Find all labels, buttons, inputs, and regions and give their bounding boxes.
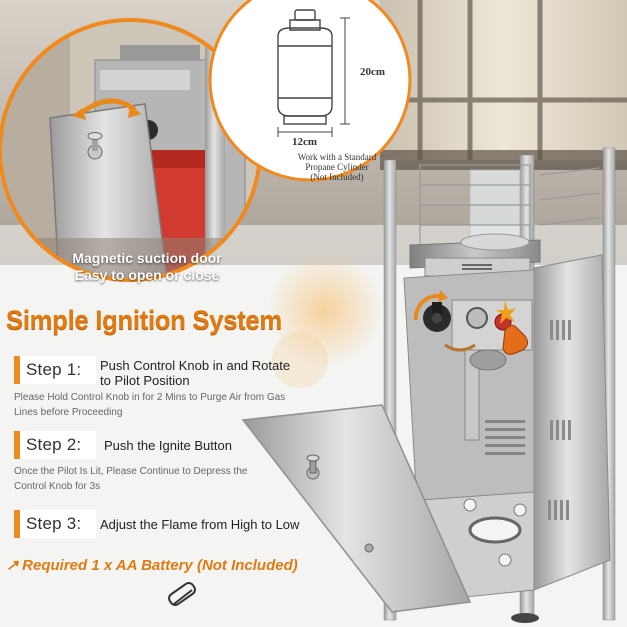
door-handle — [306, 454, 320, 480]
step-1-tag: Step 1: — [14, 356, 96, 384]
door-caption: Magnetic suction door Easy to open or cl… — [72, 250, 222, 283]
rotate-arrow-icon — [413, 293, 441, 321]
control-knob — [423, 302, 451, 332]
open-door — [241, 404, 472, 613]
step-2-note: Once the Pilot Is Lit, Please Continue t… — [14, 466, 248, 492]
patio-heater — [241, 147, 616, 623]
battery-note: ↗︎ Required 1 x AA Battery (Not Included… — [6, 556, 366, 574]
cylinder-inset — [208, 0, 412, 182]
step-3-title: Adjust the Flame from High to Low — [100, 517, 300, 532]
spark-icon — [496, 300, 516, 324]
cylinder-height-label: 20cm — [360, 66, 386, 78]
aa-battery-icon — [168, 582, 196, 606]
battery-note-text: Required 1 x AA Battery (Not Included) — [22, 557, 298, 574]
headline: Simple Ignition System — [6, 305, 282, 335]
step-2-tag: Step 2: — [14, 431, 96, 459]
step-3-tag: Step 3: — [14, 510, 96, 538]
pointing-hand-icon — [502, 324, 529, 355]
arrow-icon: ↗︎ — [6, 557, 19, 574]
cylinder-note: Work with a Standard Propane Cylinder (N… — [297, 152, 377, 182]
propane-cylinder-icon — [277, 9, 333, 125]
step-1-note: Please Hold Control Knob in for 2 Mins t… — [14, 392, 286, 418]
cylinder-width-label: 12cm — [292, 136, 318, 148]
warm-glow — [267, 252, 383, 368]
door-inset — [0, 18, 262, 282]
step-1-title: Push Control Knob in and Rotate to Pilot… — [100, 358, 291, 388]
step-2-title: Push the Ignite Button — [104, 438, 232, 453]
